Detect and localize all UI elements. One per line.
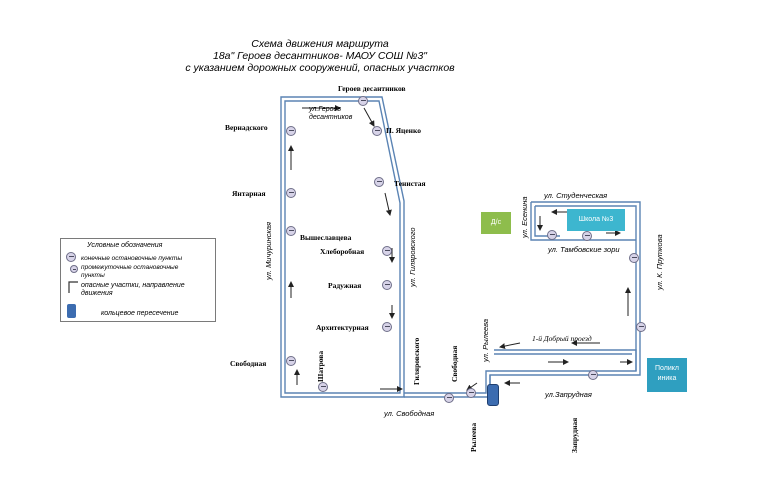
stop-svobodnaya-left [286,356,296,366]
title-line-2: 18а" Героев десантников- МАОУ СОШ №3" [212,50,428,62]
stop-hleborobnaya [382,246,392,256]
street-studencheskaya: ул. Студенческая [544,191,608,200]
kindergarten-label: Д/с [490,219,502,226]
label-shatrova: Шатрова [316,350,325,382]
label-giljarovskogo: Гиляровского [412,337,421,385]
poliklinika-box: Поликл иника [647,358,687,392]
street-tambovskie: ул. Тамбовские зори [548,245,620,254]
street-dobry: 1-й Добрый проезд [532,334,592,343]
stop-geroev-desantnikov [358,96,368,106]
legend-terminal-icon [66,252,76,262]
stop-p-yatsenko [372,126,382,136]
stop-raduzhnaya [382,280,392,290]
roundabout-marker [487,384,499,406]
school-box: Школа №3 [567,209,625,231]
street-esenina: ул. Есенина [520,196,529,238]
school-label: Школа №3 [578,216,614,223]
title-line-1: Схема движения маршрута [251,38,389,50]
stop-yantarnaya [286,188,296,198]
legend: Условные обозначения конечные остановочн… [60,238,216,322]
label-hleborobnaya: Хлеборобная [320,247,365,256]
street-michurinskaya: ул. Мичуринская [264,221,273,280]
street-ryleeva: ул. Рылеева [481,318,490,362]
stop-prutkova [636,322,646,332]
kindergarten-box: Д/с [481,212,511,234]
label-raduzhnaya: Радужная [328,281,362,290]
title-line-3: с указанием дорожных сооружений, опасных… [185,62,455,74]
stop-tenistaya [374,177,384,187]
legend-intermediate: промежуточные остановочные пункты [81,264,179,279]
label-vyshleslavtseva: Вышеславцева [300,233,352,242]
street-zaprudnaya: ул.Запрудная [545,390,592,399]
legend-title: Условные обозначения [87,242,163,249]
stop-arkhitekturnaya [382,322,392,332]
legend-roundabout-icon [67,304,76,318]
stop-tambovskie [582,231,592,241]
legend-terminal: конечные остановочные пункты [81,255,183,262]
stop-shatrova [318,382,328,392]
route-dobry [494,349,637,371]
label-p-yatsenko: П. Яценко [386,126,421,135]
label-yantarnaya: Янтарная [232,189,266,198]
route-east-outer [531,201,641,337]
label-svobodnaya-right: Свободная [450,345,459,382]
route-east-loop-a [530,202,636,241]
street-gilyarovskogo: ул. Гиляровского [408,227,417,287]
label-ryleeva: Рылеева [469,422,478,452]
stop-ryleeva [466,388,476,398]
label-vernadskogo: Вернадского [225,123,268,132]
label-geroev-desantnikov: Героев десантников [338,84,406,93]
route-east-inner [535,205,637,337]
route-connect-inner [404,337,637,394]
route-connect-outer [404,337,641,398]
label-svobodnaya-left: Свободная [230,359,267,368]
street-prutkova: ул. К. Пруткова [655,234,664,290]
label-zaprudnaya: Запрудная [570,417,579,453]
street-svobodnaya: ул. Свободная [384,409,435,418]
stop-esenina [547,230,557,240]
legend-intermediate-icon [70,265,78,273]
poliklinika-label: Поликл иника [655,365,679,382]
label-arkhitekturnaya: Архитектурная [316,323,369,332]
legend-danger: опасные участки, направление движения [81,282,185,297]
stop-vernadskogo [286,126,296,136]
stop-svobodnaya-right [444,393,454,403]
legend-danger-icon [68,281,78,293]
stop-vyshleslavtseva [286,226,296,236]
stop-zaprudnaya [588,370,598,380]
legend-roundabout: кольцевое пересечение [101,310,179,317]
label-tenistaya: Тенистая [394,179,426,188]
street-geroev: ул.Героев десантников [309,106,365,122]
stop-prutkova-top [629,253,639,263]
street-geroev-text: ул.Героев десантников [309,106,353,121]
